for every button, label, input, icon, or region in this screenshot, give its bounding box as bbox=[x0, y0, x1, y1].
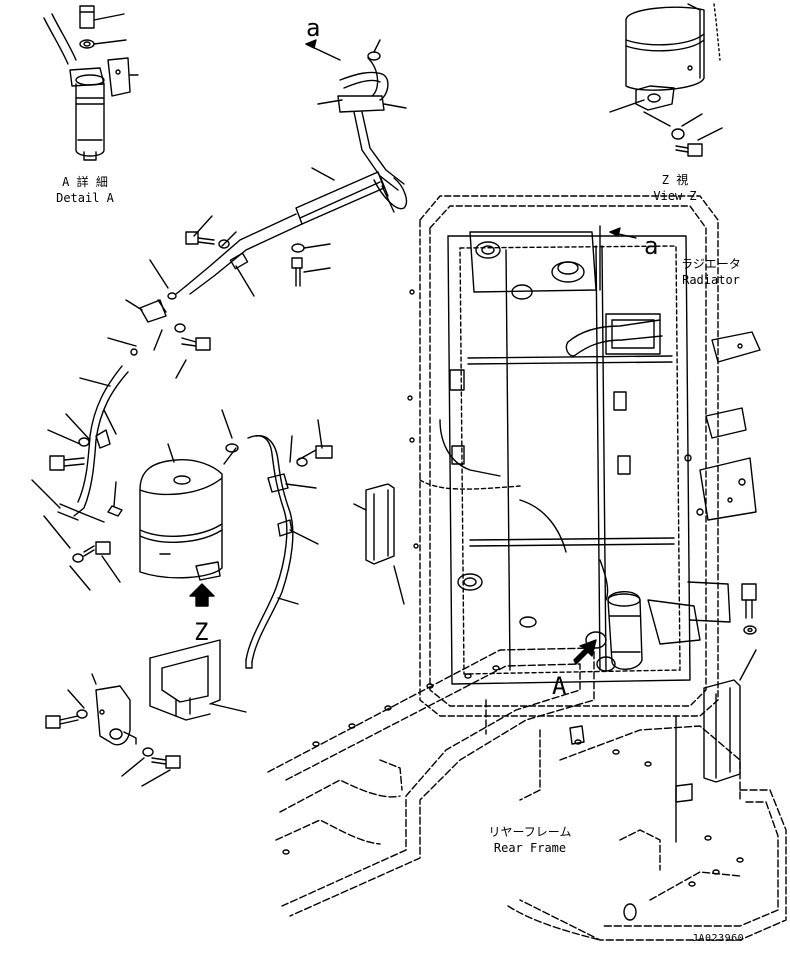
detail-a-caption-jp: A 詳 細 bbox=[62, 175, 108, 189]
radiator-label-en: Radiator bbox=[682, 273, 740, 287]
upper-hose-assembly bbox=[306, 40, 406, 209]
sleeve-hose bbox=[150, 168, 394, 299]
bolts-and-washers bbox=[154, 216, 330, 378]
marker-view-z: Z bbox=[194, 618, 209, 646]
hose-clamp-left bbox=[108, 300, 166, 355]
view-z-caption-jp: Z 視 bbox=[661, 173, 689, 187]
radiator-label-jp: ラジエータ bbox=[681, 257, 741, 271]
marker-a-top: a bbox=[306, 14, 321, 42]
radiator-assembly bbox=[354, 196, 760, 842]
detail-a-caption-en: Detail A bbox=[56, 191, 114, 205]
marker-detail-a: A bbox=[552, 672, 567, 700]
rear-frame bbox=[268, 648, 786, 940]
reserve-tank bbox=[140, 410, 238, 580]
lower-left-bolts bbox=[70, 542, 120, 590]
detail-a-filter bbox=[44, 6, 138, 160]
view-z-tank bbox=[610, 4, 722, 156]
bracket-bolts bbox=[46, 690, 180, 786]
rear-frame-label-en: Rear Frame bbox=[493, 841, 567, 855]
left-hose bbox=[32, 366, 128, 548]
view-z-caption-en: View Z bbox=[653, 189, 697, 203]
drawing-number: JA023960 bbox=[692, 933, 745, 944]
tank-bracket bbox=[92, 640, 246, 745]
marker-a-radiator: a bbox=[644, 232, 659, 260]
right-hose bbox=[246, 420, 332, 668]
rear-frame-holes bbox=[283, 666, 743, 920]
rear-frame-label-jp: リヤーフレーム bbox=[488, 825, 572, 839]
z-arrow bbox=[190, 584, 214, 606]
